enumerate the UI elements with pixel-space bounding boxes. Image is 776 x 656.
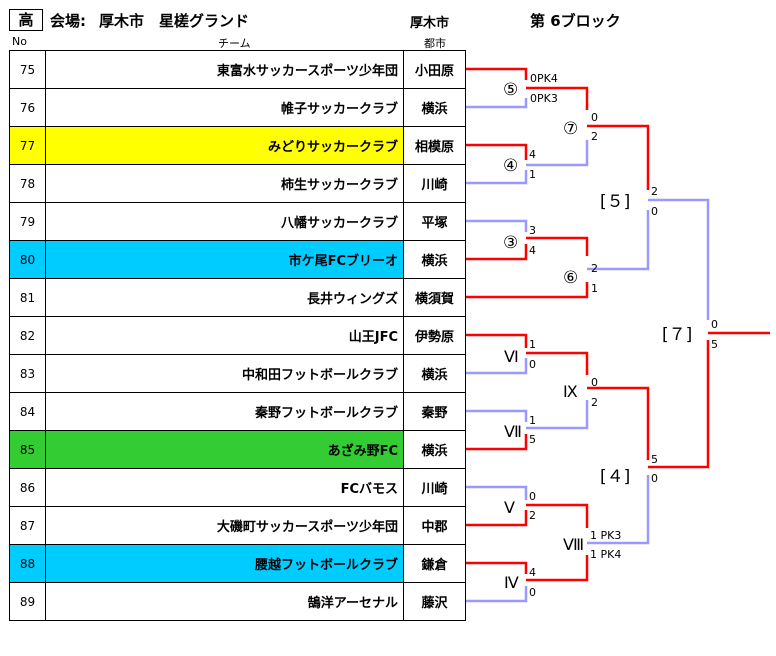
score: 3 xyxy=(529,224,536,237)
match-label-3: ③ xyxy=(503,233,518,253)
host-city: 厚木市 xyxy=(410,16,450,31)
score: 0 xyxy=(651,205,658,218)
match-label-7: ⑦ xyxy=(563,119,578,139)
team-name: 中和田フットボールクラブ xyxy=(45,354,404,393)
score: 2 xyxy=(591,396,598,409)
team-name: 八幡サッカークラブ xyxy=(45,202,404,241)
team-number: 80 xyxy=(9,240,46,279)
team-name: 長井ウィングズ xyxy=(45,278,404,317)
score: 1 xyxy=(529,414,536,427)
team-number: 77 xyxy=(9,126,46,165)
team-number: 81 xyxy=(9,278,46,317)
score: 0 xyxy=(651,472,658,485)
team-city: 藤沢 xyxy=(403,582,466,621)
score: 0PK3 xyxy=(530,92,558,105)
score: 5 xyxy=(651,453,658,466)
col-header-team: チーム xyxy=(218,37,251,50)
team-city: 秦野 xyxy=(403,392,466,431)
match-label-r8: Ⅷ xyxy=(563,535,584,554)
col-header-city: 都市 xyxy=(424,37,446,50)
score: 1 xyxy=(591,282,598,295)
match-label-r9: Ⅸ xyxy=(563,382,578,401)
venue-name: 厚木市 星槎グランド xyxy=(99,12,250,30)
team-number: 83 xyxy=(9,354,46,393)
school-level-badge: 高 xyxy=(9,9,43,31)
col-header-no: No xyxy=(12,35,27,48)
team-city: 横須賀 xyxy=(403,278,466,317)
team-name: 鵠洋アーセナル xyxy=(45,582,404,621)
team-city: 伊勢原 xyxy=(403,316,466,355)
match-label-6: ⑥ xyxy=(563,268,578,288)
match-label-block-7: [７] xyxy=(662,325,692,345)
score: 5 xyxy=(711,338,718,351)
score: 1 xyxy=(529,338,536,351)
team-number: 76 xyxy=(9,88,46,127)
team-number: 89 xyxy=(9,582,46,621)
team-name: FCバモス xyxy=(45,468,404,507)
match-label-r4: Ⅳ xyxy=(504,573,519,592)
score: 0 xyxy=(529,358,536,371)
score: 1 PK4 xyxy=(590,548,621,561)
score: 0 xyxy=(591,376,598,389)
match-label-block-5: [５] xyxy=(600,192,630,212)
match-label-5: ⑤ xyxy=(503,80,518,100)
score: 5 xyxy=(529,433,536,446)
team-city: 鎌倉 xyxy=(403,544,466,583)
score: 2 xyxy=(591,262,598,275)
score: 0 xyxy=(711,318,718,331)
score: 0 xyxy=(591,111,598,124)
team-city: 相模原 xyxy=(403,126,466,165)
team-number: 88 xyxy=(9,544,46,583)
venue-label: 会場: xyxy=(50,12,86,30)
team-city: 横浜 xyxy=(403,430,466,469)
team-number: 87 xyxy=(9,506,46,545)
score: 4 xyxy=(529,148,536,161)
score: 0 xyxy=(529,490,536,503)
team-name: 大磯町サッカースポーツ少年団 xyxy=(45,506,404,545)
match-label-r5: Ⅴ xyxy=(504,498,515,517)
team-name: みどりサッカークラブ xyxy=(45,126,404,165)
team-city: 横浜 xyxy=(403,354,466,393)
score: 2 xyxy=(591,130,598,143)
score: 2 xyxy=(529,509,536,522)
team-city: 平塚 xyxy=(403,202,466,241)
match-label-4: ④ xyxy=(503,156,518,176)
score: 1 xyxy=(529,168,536,181)
team-name: 市ケ尾FCブリーオ xyxy=(45,240,404,279)
team-city: 中郡 xyxy=(403,506,466,545)
score: 4 xyxy=(529,244,536,257)
match-label-block-4: [４] xyxy=(600,467,630,487)
block-title: 第 6ブロック xyxy=(530,12,621,30)
score: 0 xyxy=(529,586,536,599)
team-city: 横浜 xyxy=(403,240,466,279)
score: 0PK4 xyxy=(530,72,558,85)
team-city: 川崎 xyxy=(403,468,466,507)
score: 1 PK3 xyxy=(590,529,621,542)
score: 2 xyxy=(651,185,658,198)
match-label-r7: Ⅶ xyxy=(504,422,522,441)
team-number: 85 xyxy=(9,430,46,469)
score: 4 xyxy=(529,566,536,579)
match-label-r6: Ⅵ xyxy=(504,347,519,366)
